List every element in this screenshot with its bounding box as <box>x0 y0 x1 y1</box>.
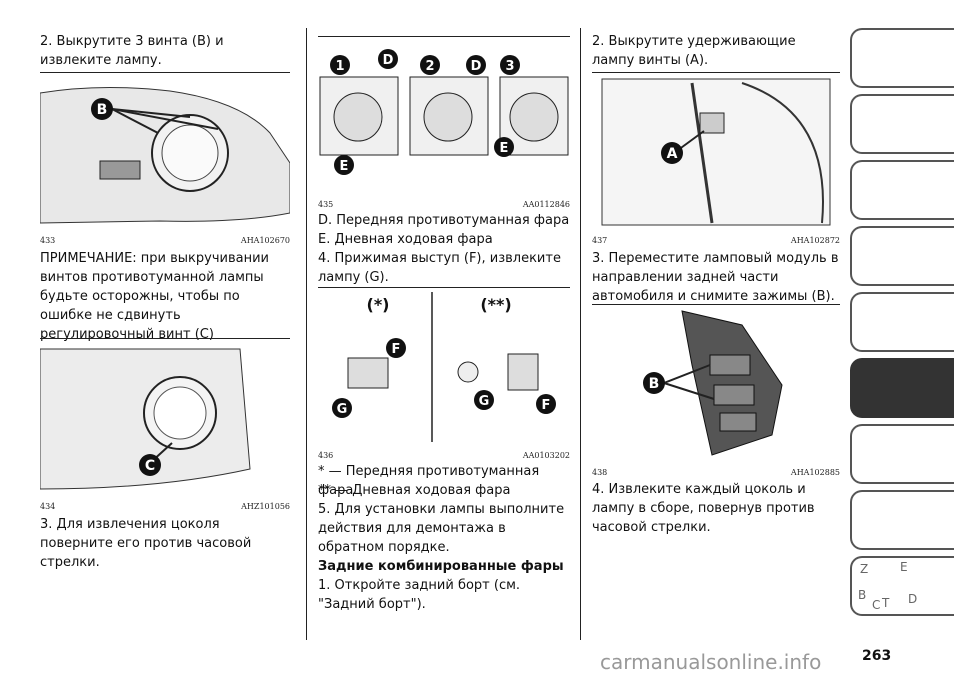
figure-number: 437 <box>592 236 608 245</box>
bulb-removal-illustration: 1 D 2 D 3 E E <box>319 49 569 175</box>
step-4-text: 4. Извлеките каждый цоколь и лампу в сбо… <box>592 482 815 535</box>
figure-code: AHZ101056 <box>241 502 290 511</box>
figure-434-caption: 434 AHZ101056 <box>40 502 290 514</box>
step-3-text: 3. Переместите ламповый модуль в направл… <box>592 251 839 304</box>
label-b: B <box>649 376 660 392</box>
figure-433: B <box>40 72 290 233</box>
figure-code: AHA102872 <box>790 236 840 245</box>
figure-437: A <box>592 72 840 233</box>
column-divider <box>580 28 581 640</box>
adjuster-screw-illustration: C <box>40 348 251 490</box>
figure-438-caption: 438 AHA102885 <box>592 468 840 480</box>
label-e: E <box>340 159 349 174</box>
figure-438: B <box>592 304 840 465</box>
figure-435: 1 D 2 D 3 E E <box>318 36 570 197</box>
step-2-text: 2. Выкрутите удерживающие лампу винты (A… <box>592 34 796 68</box>
figure-number: 438 <box>592 468 608 477</box>
tab-index-search-icon[interactable]: Z E B C T D <box>850 556 954 616</box>
legend-d: D. Передняя противотуманная фара <box>318 213 570 228</box>
figure-number: 435 <box>318 200 334 209</box>
figure-434: C <box>40 338 290 499</box>
figure-code: AA0112846 <box>522 200 570 209</box>
tab-letter: C <box>872 598 881 612</box>
tab-car-tools-icon[interactable] <box>850 424 954 484</box>
label-f: F <box>542 398 551 413</box>
page-number: 263 <box>862 648 892 664</box>
step-5-text: 5. Для установки лампы выполните действи… <box>318 502 565 555</box>
bulb-tab-illustration: (*) (**) F G G F <box>332 292 556 442</box>
figure-number: 433 <box>40 236 56 245</box>
tab-car-info-icon[interactable] <box>850 94 954 154</box>
tab-letter: Z <box>860 562 869 576</box>
watermark: carmanualsonline.info <box>600 650 822 674</box>
step-3-text: 3. Для извлечения цоколя поверните его п… <box>40 517 252 570</box>
column-divider <box>306 28 307 640</box>
drl-marker: (**) <box>480 295 511 314</box>
label-d: D <box>471 59 482 74</box>
figure-436: (*) (**) F G G F <box>318 287 570 448</box>
label-g: G <box>337 402 348 417</box>
tab-letter: T <box>882 596 890 610</box>
footnote-1: * — Передняя противотуманная фара <box>318 464 540 498</box>
figure-number: 434 <box>40 502 56 511</box>
figure-437-caption: 437 AHA102872 <box>592 236 840 248</box>
tab-warning-car-icon[interactable] <box>850 358 954 418</box>
tab-letter: E <box>900 560 908 574</box>
footnote-2: ** — Дневная ходовая фара <box>318 483 511 498</box>
tail-lamp-clips-illustration: B <box>643 310 783 456</box>
label-a: A <box>667 146 678 162</box>
label-d: D <box>383 53 394 68</box>
label-g: G <box>479 394 490 409</box>
figure-435-caption: 435 AA0112846 <box>318 200 570 212</box>
legend-e: E. Дневная ходовая фара <box>318 232 493 247</box>
label-b: B <box>97 102 108 118</box>
label-2: 2 <box>425 59 434 74</box>
tab-letter: D <box>908 592 918 606</box>
figure-code: AA0103202 <box>522 451 570 460</box>
fog-lamp-screws-illustration: B <box>40 86 290 224</box>
label-1: 1 <box>335 59 344 74</box>
tab-specs-gear-icon[interactable] <box>850 490 954 550</box>
tab-letter: B <box>858 588 867 602</box>
figure-code: AHA102885 <box>790 468 840 477</box>
tab-seat-airbag-icon[interactable] <box>850 226 954 286</box>
figure-433-caption: 433 AHA102670 <box>40 236 290 248</box>
step-2-text: 2. Выкрутите 3 винта (B) и извлеките лам… <box>40 34 224 68</box>
figure-number: 436 <box>318 451 334 460</box>
label-3: 3 <box>505 59 514 74</box>
label-f: F <box>392 342 401 357</box>
section-heading: Задние комбинированные фары <box>318 559 564 574</box>
step-4-text: 4. Прижимая выступ (F), извлеките лампу … <box>318 251 561 285</box>
label-e: E <box>500 141 509 156</box>
tab-car-search-icon[interactable] <box>850 28 954 88</box>
fog-lamp-marker: (*) <box>367 295 390 314</box>
tab-lights-mail-icon[interactable] <box>850 160 954 220</box>
tab-steering-wheel-icon[interactable] <box>850 292 954 352</box>
tailgate-screws-illustration: A <box>601 78 831 226</box>
figure-436-caption: 436 AA0103202 <box>318 451 570 463</box>
label-c: C <box>145 458 155 474</box>
step-1-text: 1. Откройте задний борт (см. "Задний бор… <box>318 578 521 612</box>
figure-code: AHA102670 <box>240 236 290 245</box>
